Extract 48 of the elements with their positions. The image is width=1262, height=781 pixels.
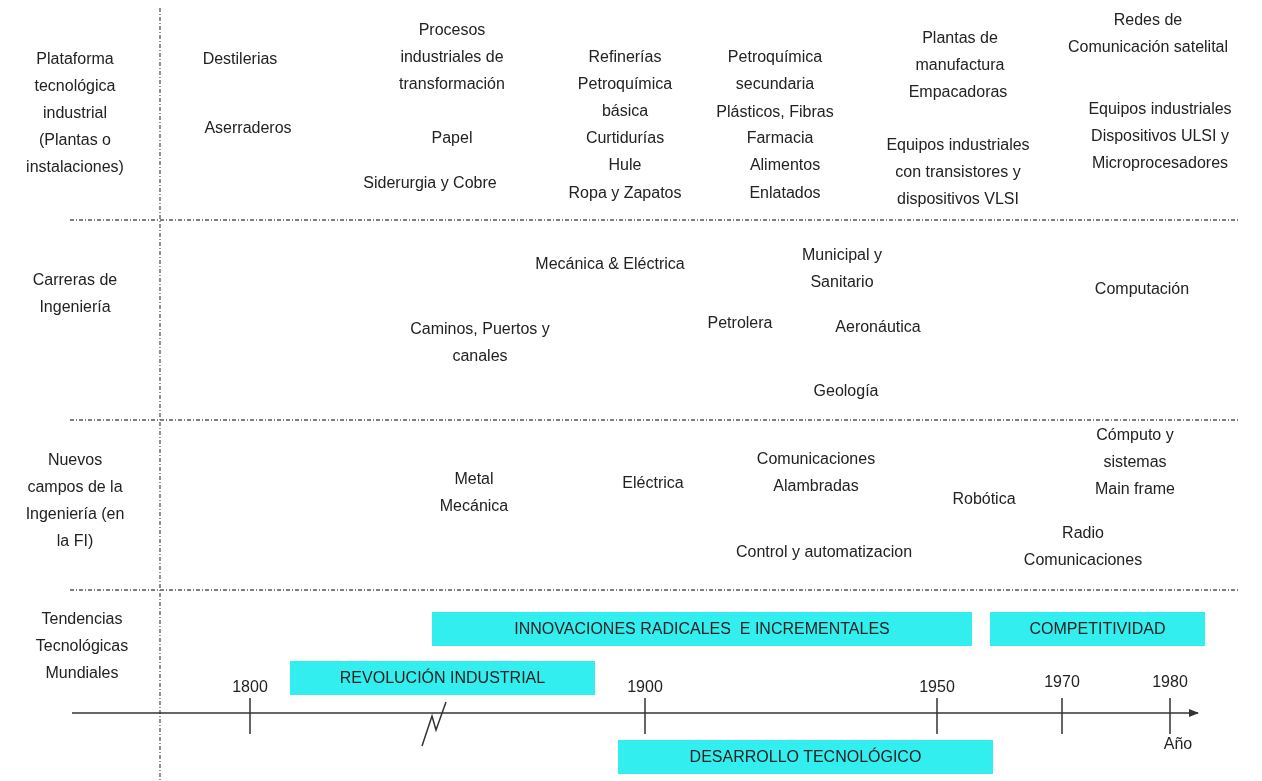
category-label: Computación	[1094, 279, 1190, 299]
trend-band: INNOVACIONES RADICALES E INCREMENTALES	[432, 612, 972, 646]
category-label: Petroquímica básica	[576, 74, 674, 121]
category-label: Petroquímica secundaria	[726, 47, 824, 94]
category-label: Plantas de manufactura	[914, 28, 1006, 75]
category-label: Empacadoras	[908, 82, 1008, 102]
category-label: Aeronáutica	[835, 317, 921, 337]
category-label: Redes de Comunicación satelital	[1066, 10, 1230, 57]
year-label: 1900	[627, 677, 663, 697]
category-label: Municipal y Sanitario	[801, 245, 883, 292]
category-label: Metal Mecánica	[438, 469, 510, 516]
category-label: Mecánica & Eléctrica	[535, 254, 685, 274]
category-label: Cómputo y sistemas Main frame	[1094, 425, 1176, 499]
row-heading: Nuevos campos de la Ingeniería (en la FI)	[25, 450, 125, 551]
category-label: Aserraderos	[204, 118, 292, 138]
category-label: Refinerías	[588, 47, 662, 67]
category-label: Curtidurías	[585, 128, 665, 148]
category-label: Plásticos, Fibras	[716, 102, 834, 122]
row-heading: Tendencias Tecnológicas Mundiales	[34, 609, 130, 683]
row-heading: Carreras de Ingeniería	[31, 270, 119, 317]
category-label: Robótica	[952, 489, 1016, 509]
category-label: Alimentos	[749, 155, 821, 175]
trend-band: COMPETITIVIDAD	[990, 612, 1205, 646]
axis-label: Año	[1163, 734, 1193, 754]
category-label: Radio Comunicaciones	[1022, 523, 1144, 570]
category-label: Farmacia	[746, 128, 814, 148]
category-label: Papel	[431, 128, 473, 148]
category-label: Procesos industriales de transformación	[398, 20, 506, 94]
category-label: Eléctrica	[622, 473, 684, 493]
row-heading: Plataforma tecnológica industrial (Plantas o instalaciones)	[25, 49, 125, 177]
year-label: 1970	[1044, 672, 1080, 692]
category-label: Destilerias	[202, 49, 278, 69]
year-label: 1800	[232, 677, 268, 697]
trend-band: DESARROLLO TECNOLÓGICO	[618, 740, 993, 774]
category-label: Petrolera	[707, 313, 773, 333]
category-label: Enlatados	[749, 183, 821, 203]
category-label: Control y automatizacion	[735, 542, 913, 562]
category-label: Geología	[813, 381, 879, 401]
category-label: Siderurgia y Cobre	[363, 173, 497, 193]
category-label: Equipos industriales Dispositivos ULSI y Microprocesadores	[1087, 99, 1233, 173]
year-label: 1980	[1152, 672, 1188, 692]
category-label: Hule	[608, 155, 642, 175]
trend-band: REVOLUCIÓN INDUSTRIAL	[290, 661, 595, 695]
category-label: Ropa y Zapatos	[568, 183, 682, 203]
category-label: Equipos industriales con transistores y dispositivos VLSI	[885, 135, 1031, 209]
category-label: Comunicaciones Alambradas	[755, 449, 877, 496]
category-label: Caminos, Puertos y canales	[409, 319, 551, 366]
year-label: 1950	[919, 677, 955, 697]
